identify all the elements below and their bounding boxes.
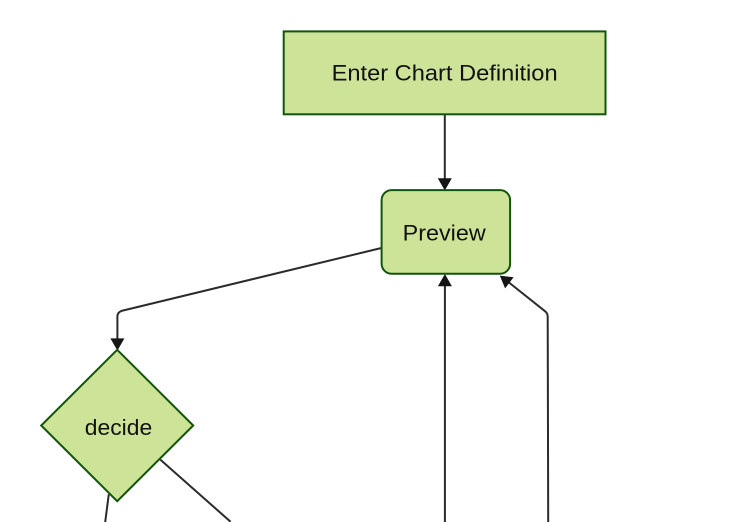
svg-text:Enter Chart Definition: Enter Chart Definition xyxy=(332,61,558,86)
svg-text:decide: decide xyxy=(85,415,152,440)
svg-text:Preview: Preview xyxy=(403,220,486,245)
